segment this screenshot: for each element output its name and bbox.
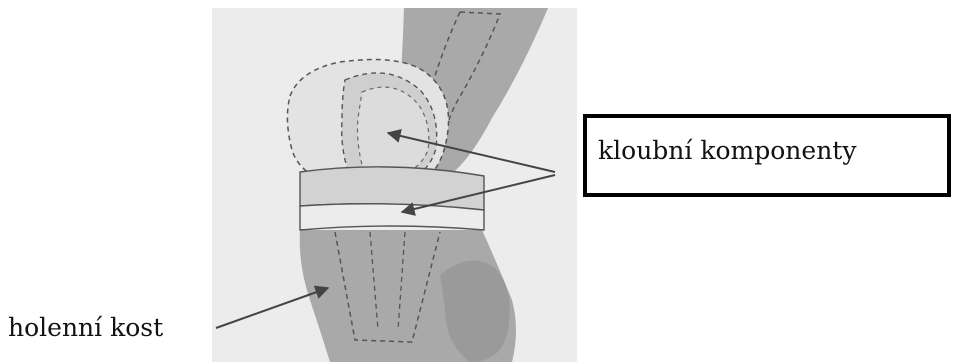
components-label: kloubní komponenty (598, 136, 856, 165)
tibial-tray (300, 204, 484, 230)
tibia-label: holenní kost (8, 313, 163, 342)
